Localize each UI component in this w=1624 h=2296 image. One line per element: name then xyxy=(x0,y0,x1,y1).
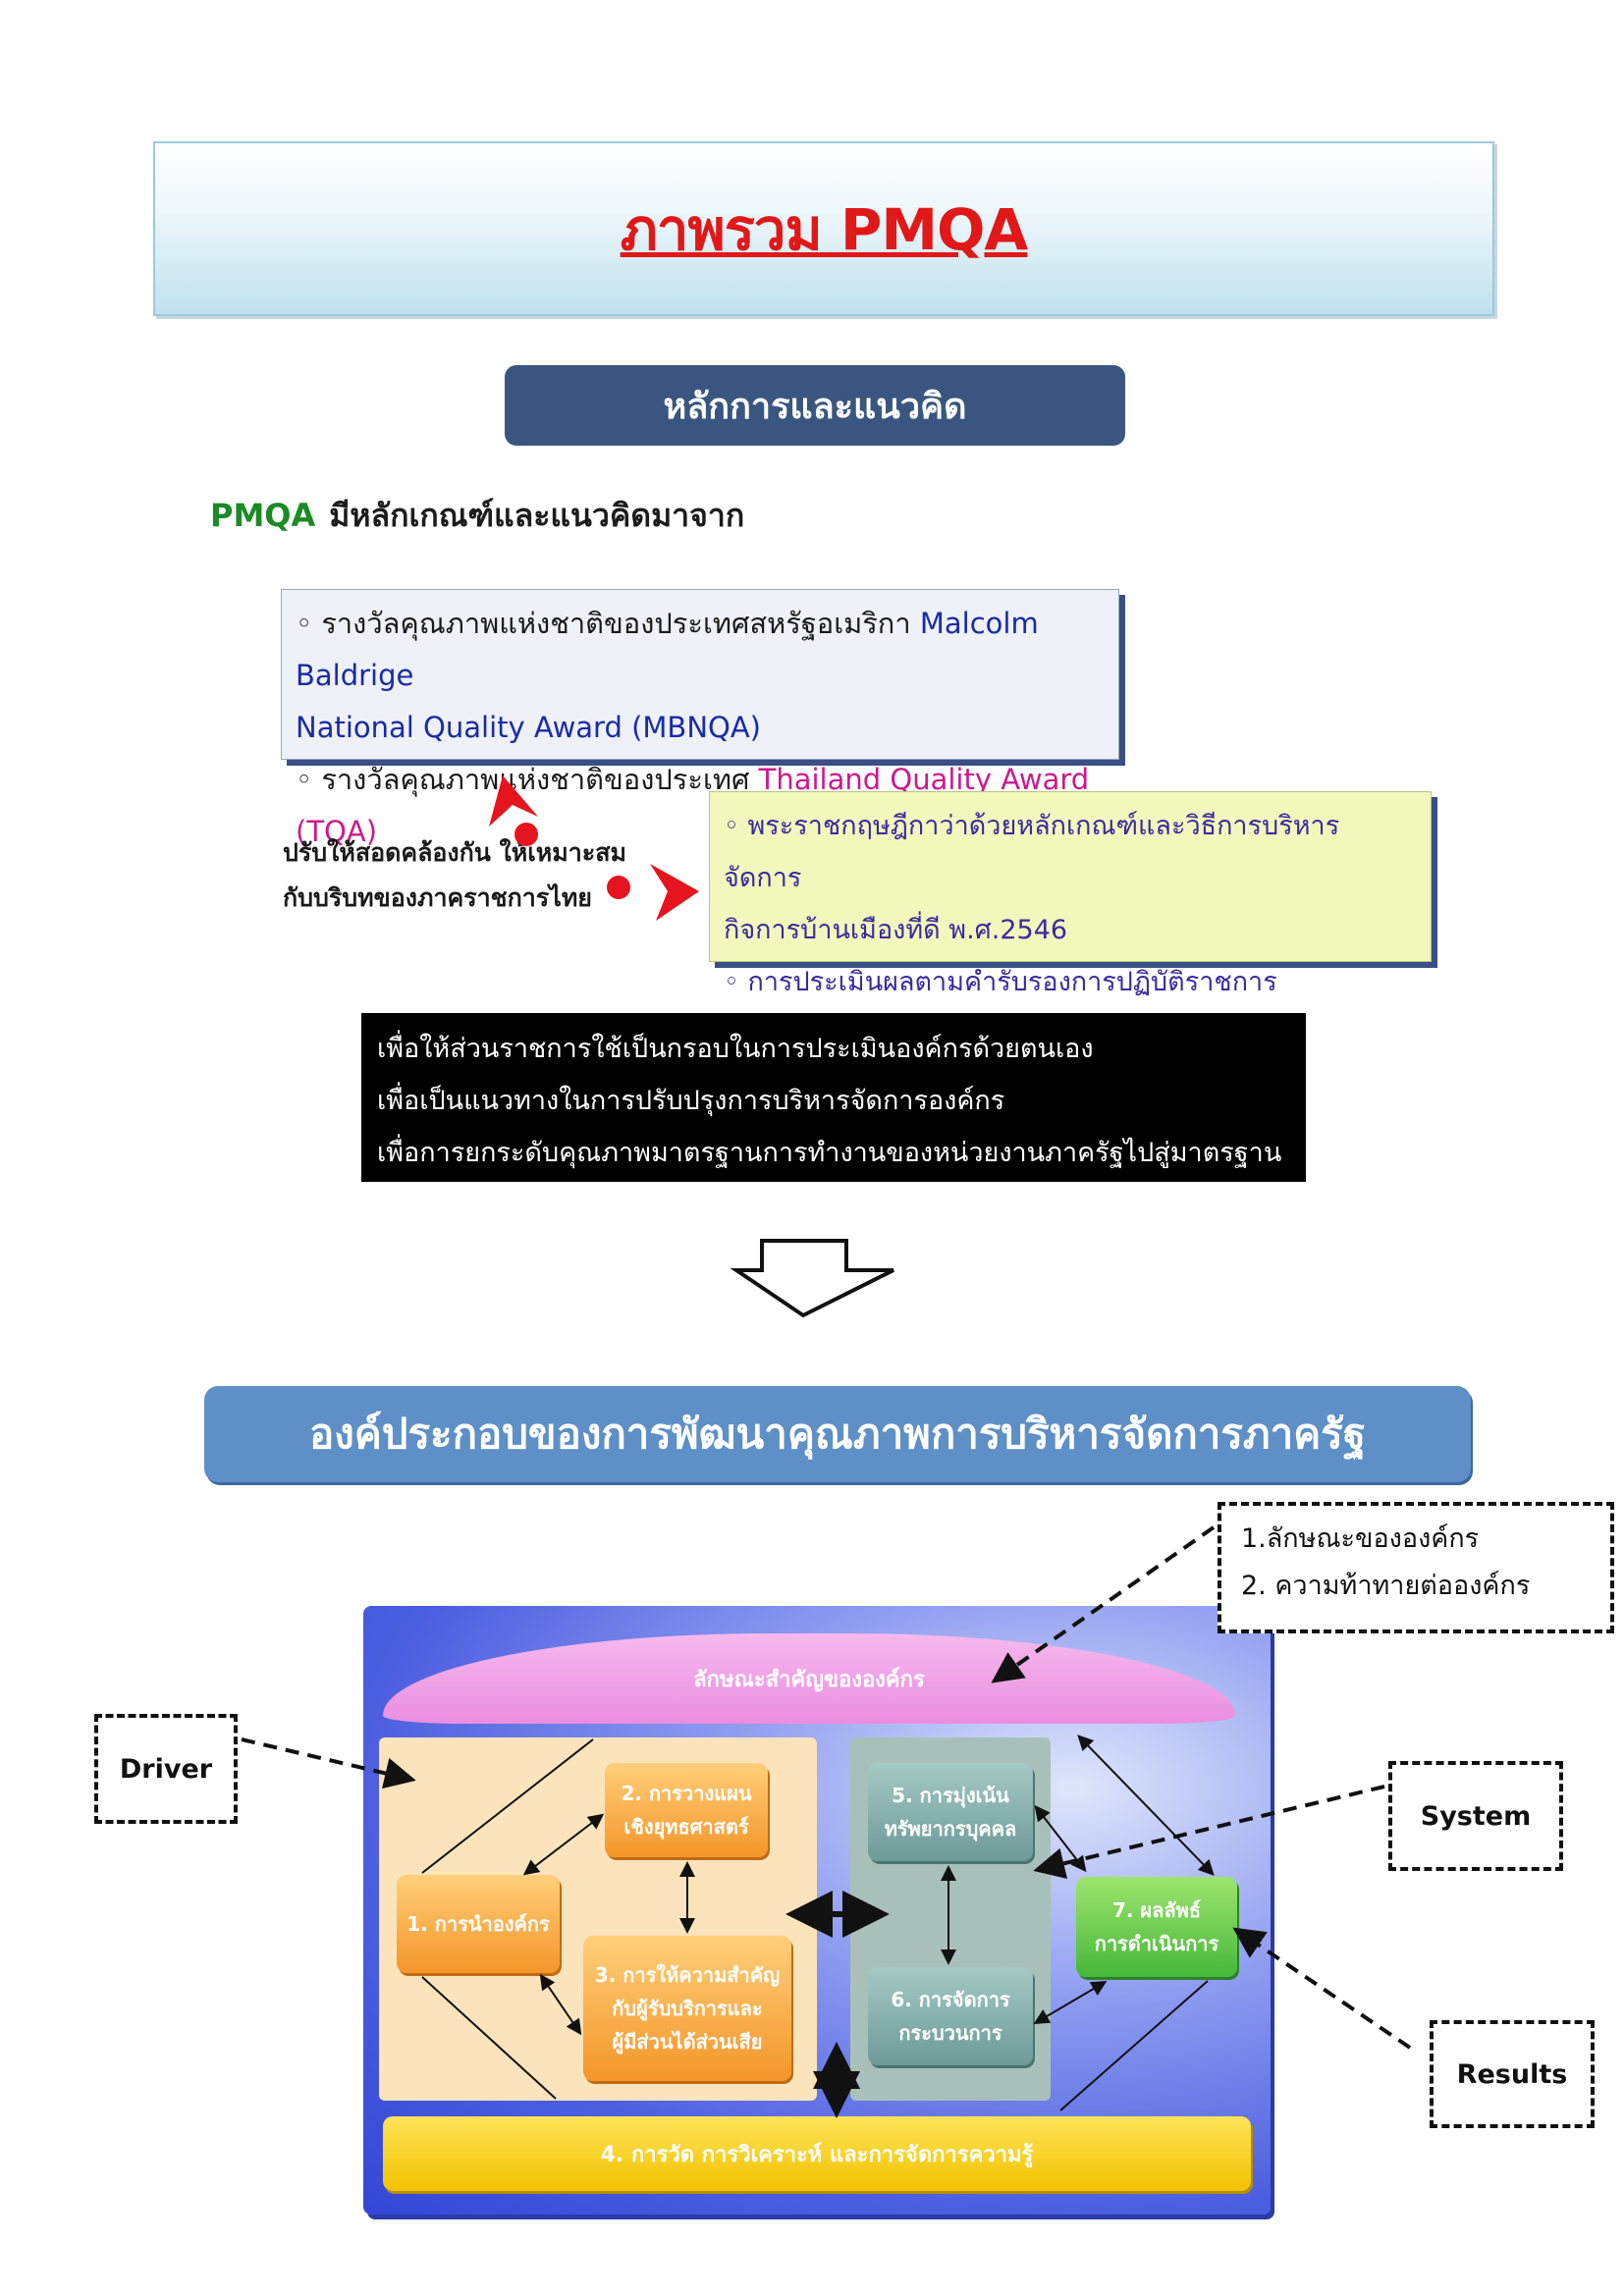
purpose-item: เพื่อให้ส่วนราชการใช้เป็นกรอบในการประเมิ… xyxy=(377,1034,1094,1064)
category-7-results: 7. ผลลัพธ์การดำเนินการ xyxy=(1076,1877,1237,1977)
driver-label: Driver xyxy=(94,1714,238,1824)
red-dot-icon xyxy=(514,823,538,846)
system-pointer-line xyxy=(1033,1785,1385,1879)
principles-heading: หลักการและแนวคิด xyxy=(505,365,1125,446)
purpose-item: เพื่อการยกระดับคุณภาพมาตรฐานการทำงานของห… xyxy=(377,1138,1282,1220)
award-item-2: ◦ รางวัลคุณภาพแห่งชาติของประเทศ Thailand… xyxy=(296,763,1090,848)
category-2-strategic-planning: 2. การวางแผนเชิงยุทธศาสตร์ xyxy=(605,1763,768,1857)
connector-line xyxy=(1077,1735,1215,1876)
pmqa-acronym: PMQA xyxy=(210,497,316,534)
law-item-2: ◦ การประเมินผลตามคำรับรองการปฏิบัติราชกา… xyxy=(724,967,1277,997)
red-arrow-right-icon xyxy=(650,864,699,921)
system-label: System xyxy=(1388,1761,1563,1871)
results-pointer-line xyxy=(1232,1927,1412,2050)
category-1-leadership: 1. การนำองค์กร xyxy=(397,1875,560,1973)
org-profile-note: 1.ลักษณะขององค์กร 2. ความท้าทายต่อองค์กร xyxy=(1218,1502,1614,1633)
pmqa-intro: PMQA มีหลักเกณฑ์และแนวคิดมาจาก xyxy=(210,491,744,541)
title-banner: ภาพรวม PMQA xyxy=(153,141,1494,316)
connector-line xyxy=(421,1976,557,2100)
adjust-note: ปรับให้สอดคล้องกัน ให้เหมาะสม กับบริบทขอ… xyxy=(283,838,626,912)
category-5-workforce-focus: 5. การมุ่งเน้นทรัพยากรบุคคล xyxy=(868,1763,1033,1861)
red-arrow-up-icon xyxy=(489,775,538,827)
law-box: ◦ พระราชกฤษฎีกาว่าด้วยหลักเกณฑ์และวิธีกา… xyxy=(709,791,1432,997)
award-item-1-cont: National Quality Award (MBNQA) xyxy=(296,711,761,744)
connector-line xyxy=(421,1738,594,1874)
results-label: Results xyxy=(1430,2020,1595,2128)
connector-line xyxy=(522,1813,605,1876)
connector-line xyxy=(1034,1804,1087,1873)
purpose-item: เพื่อเป็นแนวทางในการปรับปรุงการบริหารจัด… xyxy=(377,1086,1005,1116)
connector-line xyxy=(539,1973,582,2036)
components-heading: องค์ประกอบของการพัฒนาคุณภาพการบริหารจัดก… xyxy=(204,1386,1471,1482)
purpose-box: เพื่อให้ส่วนราชการใช้เป็นกรอบในการประเมิ… xyxy=(361,1013,1306,1220)
award-item-1: ◦ รางวัลคุณภาพแห่งชาติของประเทศสหรัฐอเมร… xyxy=(296,607,1039,692)
red-dot-icon xyxy=(607,876,630,899)
category-6-process-management: 6. การจัดการกระบวนการ xyxy=(868,1967,1033,2065)
down-arrow-icon xyxy=(730,1239,894,1318)
page-title: ภาพรวม PMQA xyxy=(620,195,1029,263)
org-note-pointer-line xyxy=(991,1525,1216,1683)
category-3-customer-focus: 3. การให้ความสำคัญกับผู้รับบริการและผู้ม… xyxy=(583,1936,791,2081)
driver-pointer-line xyxy=(241,1737,416,1789)
law-item-1: ◦ พระราชกฤษฎีกาว่าด้วยหลักเกณฑ์และวิธีกา… xyxy=(724,811,1340,893)
connector-line xyxy=(1033,1980,1108,2025)
pmqa-intro-text: มีหลักเกณฑ์และแนวคิดมาจาก xyxy=(329,497,745,534)
connector-line xyxy=(1059,1980,1209,2111)
law-item-1-cont: กิจการบ้านเมืองที่ดี พ.ศ.2546 xyxy=(724,915,1068,945)
awards-box: ◦ รางวัลคุณภาพแห่งชาติของประเทศสหรัฐอเมร… xyxy=(281,589,1119,848)
category-4-measurement-bar: 4. การวัด การวิเคราะห์ และการจัดการความร… xyxy=(383,2116,1251,2191)
